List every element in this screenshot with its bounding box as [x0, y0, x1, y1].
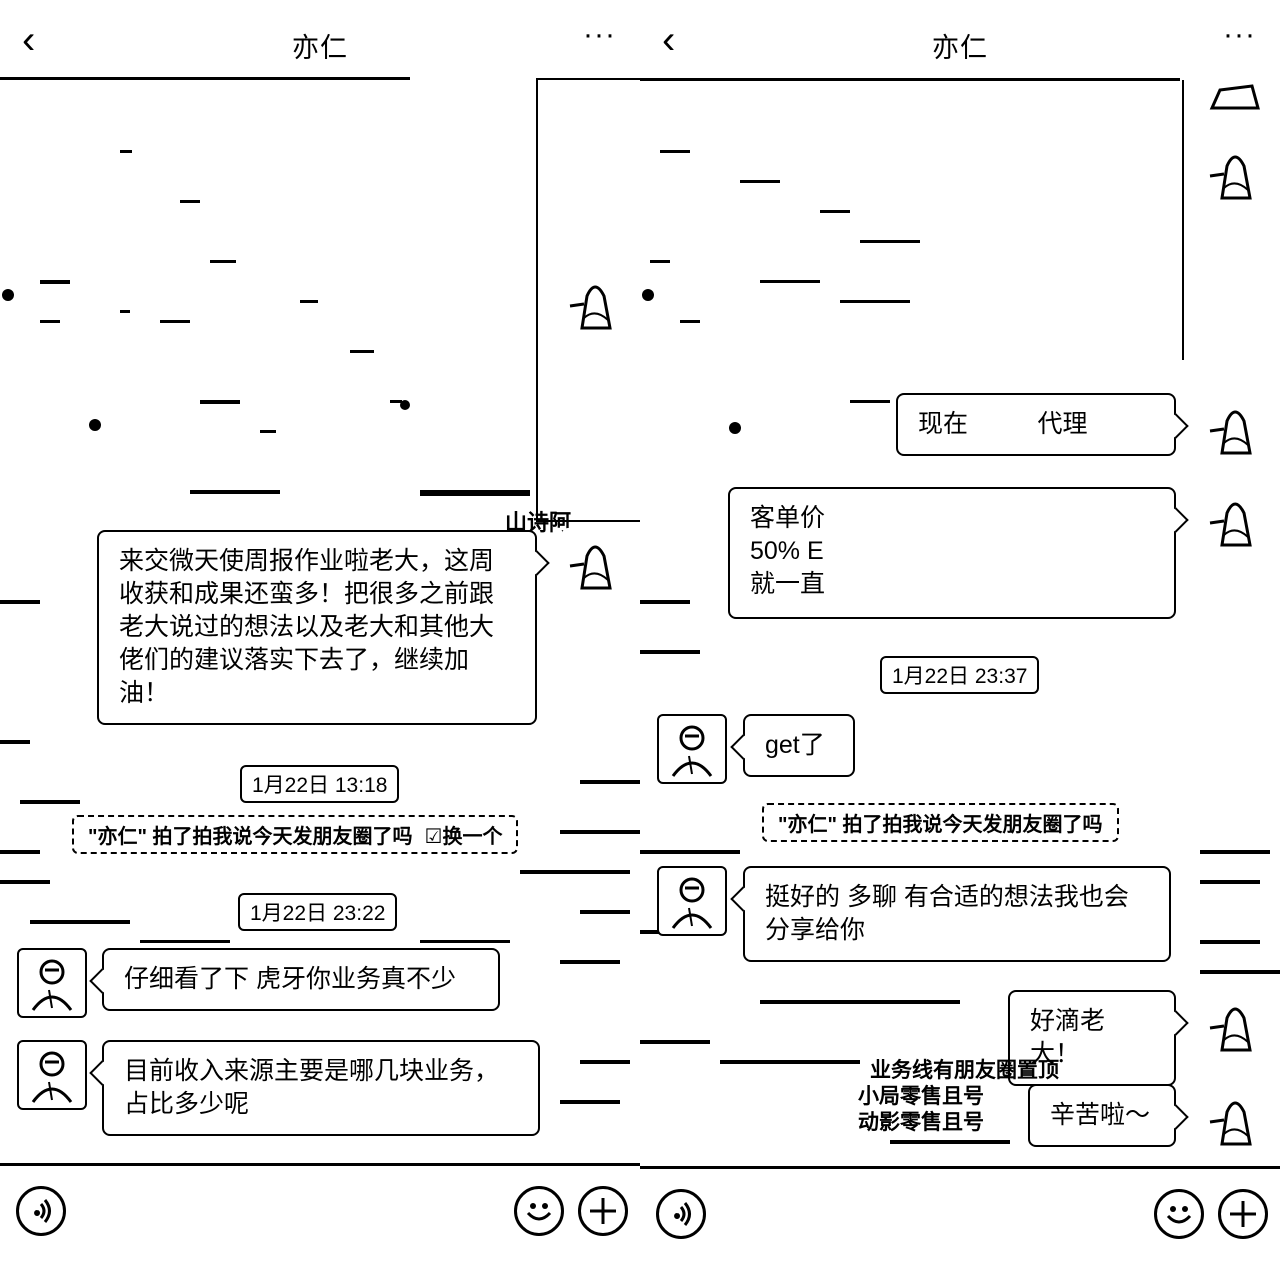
message-bubble-incoming[interactable]: 目前收入来源主要是哪几块业务， 占比多少呢 — [102, 1040, 540, 1136]
pat-text: 拍了拍我说今天发朋友圈了吗 — [146, 826, 413, 848]
background-noise — [640, 150, 1280, 1144]
emoji-icon[interactable] — [1154, 1189, 1204, 1239]
pat-name: "亦仁" — [778, 814, 837, 836]
chat-title: 亦仁 — [292, 33, 348, 63]
more-options-icon[interactable]: ··· — [583, 18, 616, 51]
contact-avatar[interactable] — [17, 948, 87, 1018]
plus-icon[interactable] — [1218, 1189, 1268, 1239]
chat-header: ‹ 亦仁 ··· — [0, 0, 640, 80]
chat-title: 亦仁 — [932, 33, 988, 63]
timestamp: 1月22日 23:22 — [238, 893, 398, 931]
timestamp: 1月22日 13:18 — [240, 765, 400, 803]
right-chat-screen: ‹ 亦仁 ··· 现在 代理 客单价 50% E 就一直 1月22日 23:37… — [640, 0, 1280, 1280]
self-avatar[interactable] — [1202, 138, 1268, 204]
background-noise — [0, 150, 640, 1104]
back-arrow-icon[interactable]: ‹ — [22, 18, 36, 62]
overlay-text: 动影零售且号 — [858, 1111, 984, 1134]
back-arrow-icon[interactable]: ‹ — [662, 18, 676, 62]
image-edge — [1182, 80, 1184, 360]
self-avatar[interactable] — [1202, 485, 1268, 551]
overlay-text: 业务线有朋友圈置顶 — [870, 1059, 1059, 1082]
chat-header: ‹ 亦仁 ··· — [640, 0, 1280, 80]
input-bar-divider — [640, 1166, 1280, 1169]
message-bubble-outgoing[interactable]: 辛苦啦～ — [1028, 1084, 1176, 1147]
contact-avatar[interactable] — [657, 714, 727, 784]
pat-notification: "亦仁" 拍了拍我说今天发朋友圈了吗 ☑换一个 — [72, 815, 519, 854]
change-pat-link[interactable]: ☑换一个 — [424, 826, 503, 848]
message-bubble-incoming[interactable]: 挺好的 多聊 有合适的想法我也会 分享给你 — [743, 866, 1171, 962]
emoji-icon[interactable] — [514, 1186, 564, 1236]
header-divider — [0, 77, 410, 80]
message-bubble-outgoing[interactable]: 客单价 50% E 就一直 — [728, 487, 1176, 619]
contact-avatar[interactable] — [17, 1040, 87, 1110]
pat-notification: "亦仁" 拍了拍我说今天发朋友圈了吗 — [762, 803, 1119, 842]
header-divider — [640, 78, 1180, 81]
voice-icon[interactable] — [16, 1186, 66, 1236]
self-avatar[interactable] — [562, 268, 628, 334]
input-bar — [0, 1166, 640, 1276]
left-chat-screen: ‹ 亦仁 ··· 山诗阿 来交微天使周报作业啦老大，这周收获和成果还蛮多！把很多… — [0, 0, 640, 1280]
message-bubble-incoming[interactable]: get了 — [743, 714, 855, 777]
voice-icon[interactable] — [656, 1189, 706, 1239]
self-avatar[interactable] — [1202, 990, 1268, 1056]
more-options-icon[interactable]: ··· — [1223, 18, 1256, 51]
timestamp: 1月22日 23:37 — [880, 656, 1040, 694]
message-bubble-outgoing[interactable]: 现在 代理 — [896, 393, 1176, 456]
message-bubble-incoming[interactable]: 仔细看了下 虎牙你业务真不少 — [102, 948, 500, 1011]
self-avatar[interactable] — [1202, 393, 1268, 459]
contact-avatar[interactable] — [657, 866, 727, 936]
self-avatar[interactable] — [562, 528, 628, 594]
input-bar-divider — [0, 1163, 640, 1166]
overlay-text: 小局零售且号 — [858, 1085, 984, 1108]
pat-name: "亦仁" — [88, 826, 147, 848]
input-bar — [640, 1169, 1280, 1279]
message-bubble-outgoing[interactable]: 好滴老大！ — [1008, 990, 1176, 1086]
self-avatar[interactable] — [1202, 78, 1268, 112]
message-bubble-outgoing[interactable]: 来交微天使周报作业啦老大，这周收获和成果还蛮多！把很多之前跟老大说过的想法以及老… — [97, 530, 537, 725]
pat-text: 拍了拍我说今天发朋友圈了吗 — [836, 814, 1103, 836]
self-avatar[interactable] — [1202, 1084, 1268, 1150]
plus-icon[interactable] — [578, 1186, 628, 1236]
